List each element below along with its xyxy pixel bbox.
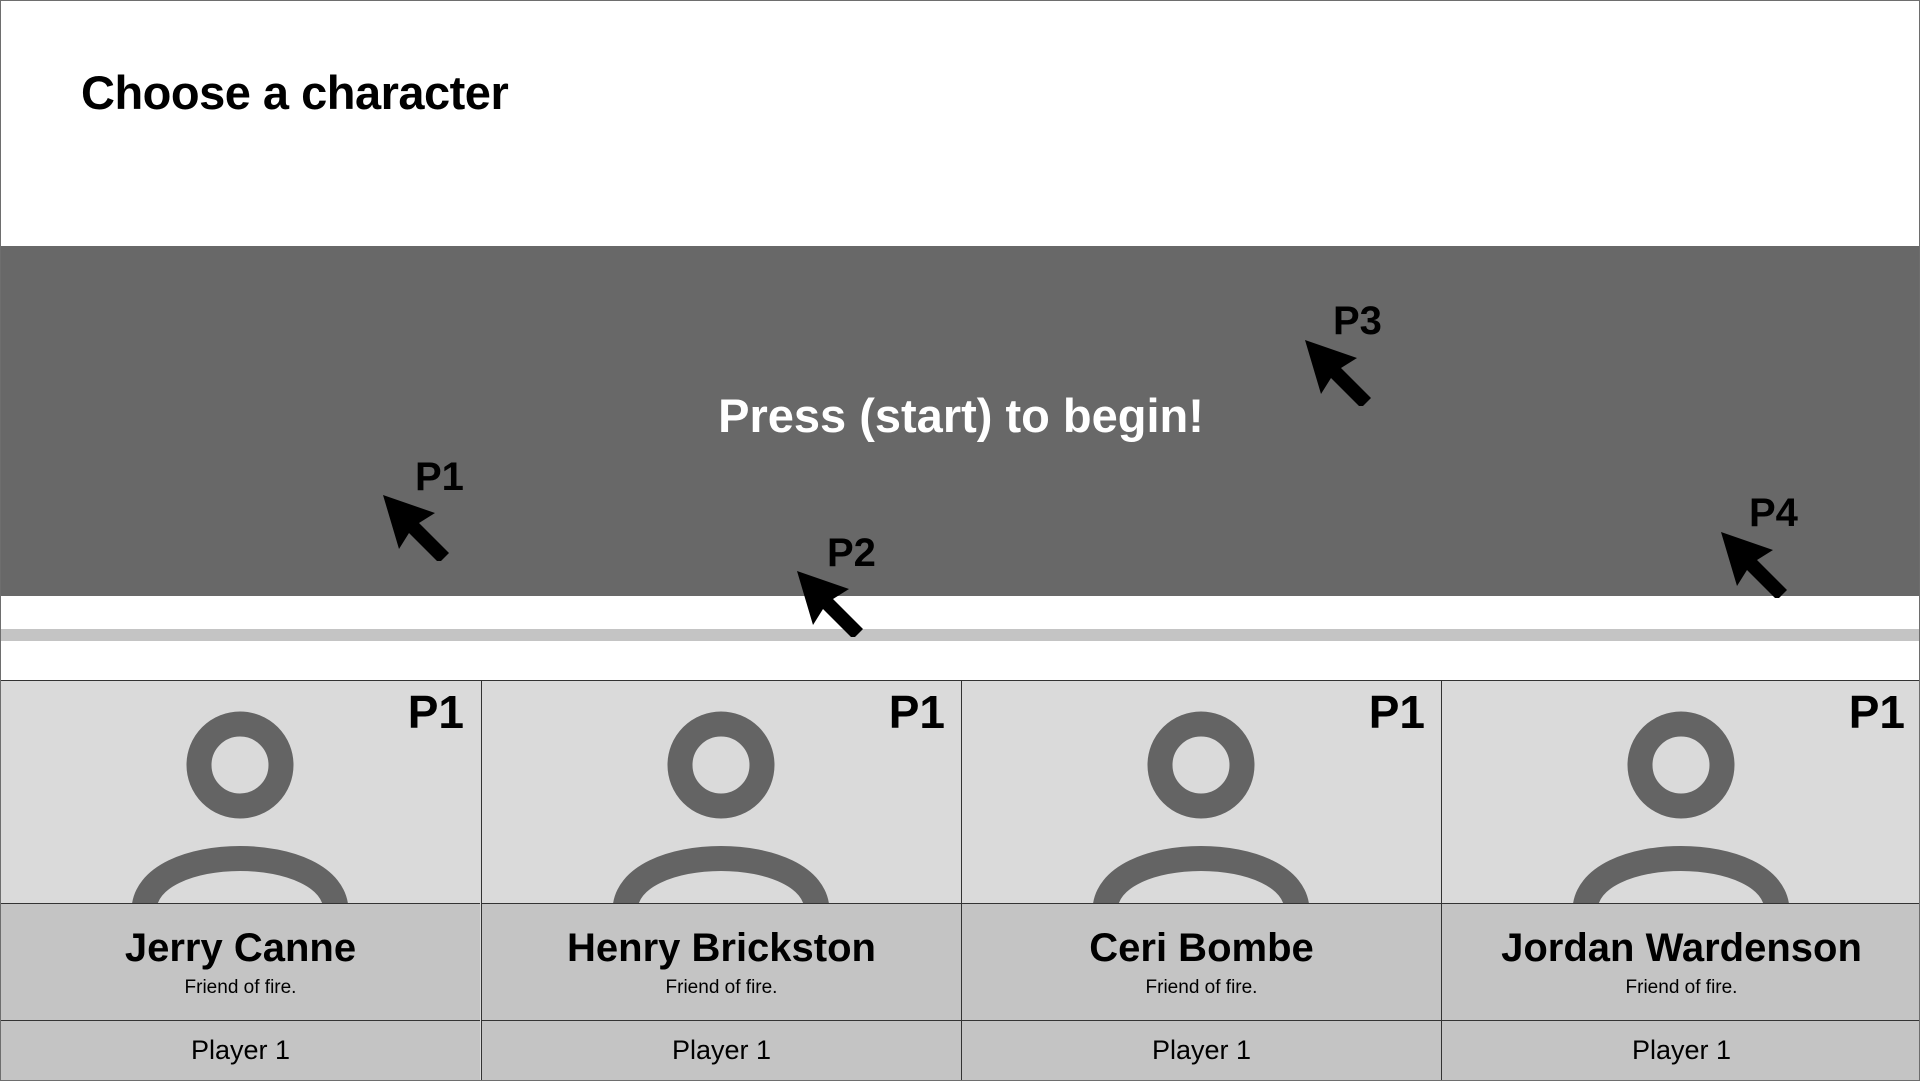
slot-badge: P1 <box>1848 686 1905 738</box>
player-assignment: Player 1 <box>1442 1020 1919 1080</box>
character-card-jordan-wardenson[interactable]: P1 Jordan Wardenson Friend of fire. Play… <box>1441 680 1919 1080</box>
cursor-p3-label: P3 <box>1333 299 1382 343</box>
character-description: Friend of fire. <box>1625 977 1738 998</box>
character-info: Jerry Canne Friend of fire. <box>1 903 480 1020</box>
page-title: Choose a character <box>81 66 509 119</box>
character-info: Jordan Wardenson Friend of fire. <box>1442 903 1919 1020</box>
character-portrait: P1 <box>482 681 961 903</box>
player-assignment: Player 1 <box>1 1020 480 1080</box>
person-silhouette-icon <box>132 711 348 903</box>
cursor-p3-arrow-icon[interactable] <box>1301 336 1371 406</box>
cursor-p2-label: P2 <box>827 531 876 575</box>
character-card-ceri-bombe[interactable]: P1 Ceri Bombe Friend of fire. Player 1 <box>961 680 1441 1080</box>
person-silhouette-icon <box>1093 711 1309 903</box>
character-card-henry-brickston[interactable]: P1 Henry Brickston Friend of fire. Playe… <box>481 680 961 1080</box>
character-card-jerry-canne[interactable]: P1 Jerry Canne Friend of fire. Player 1 <box>1 680 481 1080</box>
cursor-p4-label: P4 <box>1749 491 1798 535</box>
divider <box>1 629 1919 641</box>
character-info: Henry Brickston Friend of fire. <box>482 903 961 1020</box>
character-name: Henry Brickston <box>567 926 876 970</box>
player-assignment: Player 1 <box>482 1020 961 1080</box>
character-name: Jordan Wardenson <box>1501 926 1862 970</box>
person-silhouette-icon <box>613 711 829 903</box>
player-assignment: Player 1 <box>962 1020 1441 1080</box>
character-name: Jerry Canne <box>124 926 357 970</box>
character-description: Friend of fire. <box>1145 977 1258 998</box>
slot-badge: P1 <box>888 686 945 738</box>
character-grid: P1 Jerry Canne Friend of fire. Player 1 … <box>1 680 1919 1080</box>
character-info: Ceri Bombe Friend of fire. <box>962 903 1441 1020</box>
person-silhouette-icon <box>1573 711 1789 903</box>
character-portrait: P1 <box>962 681 1441 903</box>
character-portrait: P1 <box>1442 681 1919 903</box>
cursor-p2-arrow-icon[interactable] <box>793 567 863 637</box>
start-banner[interactable]: Press (start) to begin! <box>1 246 1919 596</box>
character-portrait: P1 <box>1 681 480 903</box>
start-prompt: Press (start) to begin! <box>718 389 1204 442</box>
character-description: Friend of fire. <box>665 977 778 998</box>
cursor-p4-arrow-icon[interactable] <box>1717 528 1787 598</box>
character-name: Ceri Bombe <box>1089 926 1314 970</box>
cursor-p1-arrow-icon[interactable] <box>379 491 449 561</box>
slot-badge: P1 <box>407 686 464 738</box>
cursor-p1-label: P1 <box>415 455 464 499</box>
character-description: Friend of fire. <box>184 977 297 998</box>
slot-badge: P1 <box>1368 686 1425 738</box>
